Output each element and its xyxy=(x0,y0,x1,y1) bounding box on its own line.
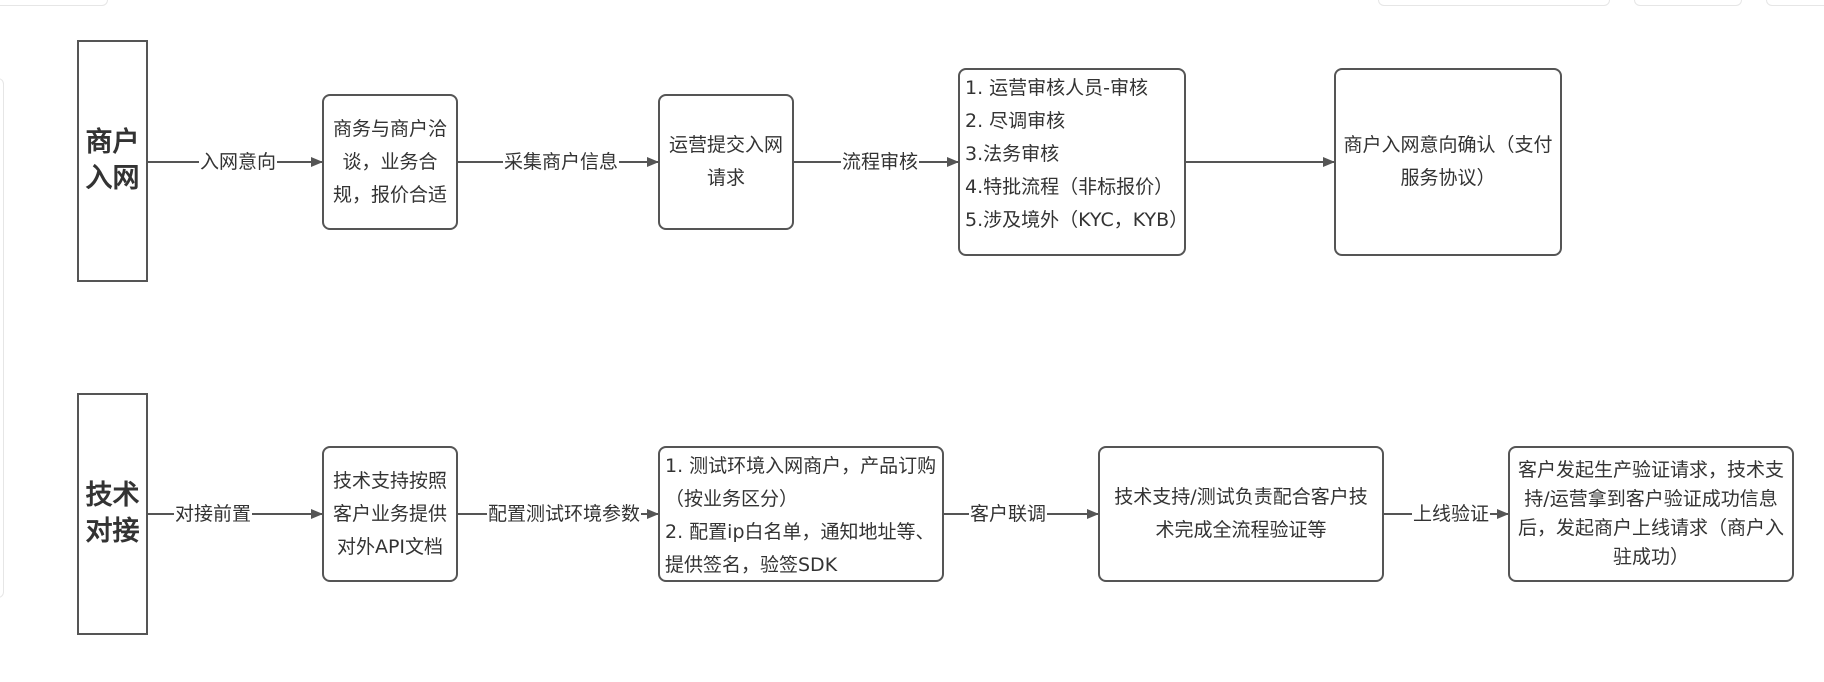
node-test-env-config-text: 1. 测试环境入网商户，产品订购（按业务区分） 2. 配置ip白名单，通知地址等… xyxy=(665,455,937,576)
lane-label-tech: 技术对接 xyxy=(77,393,148,635)
lane-label-merchant-text: 商户入网 xyxy=(85,126,140,194)
node-review-steps-text: 1. 运营审核人员-审核 2. 尽调审核 3.法务审核 4.特批流程（非标报价）… xyxy=(965,77,1189,231)
edge-label-intent: 入网意向 xyxy=(199,151,278,173)
node-intent-confirm[interactable]: 商户入网意向确认（支付服务协议） xyxy=(1334,68,1562,256)
edge-label-joint-debug: 客户联调 xyxy=(969,503,1048,525)
edge-label-collect: 采集商户信息 xyxy=(503,151,620,173)
node-production-launch-text: 客户发起生产验证请求，技术支持/运营拿到客户验证成功信息后，发起商户上线请求（商… xyxy=(1517,459,1784,568)
lane-label-merchant: 商户入网 xyxy=(77,40,148,282)
node-submit-request-text: 运营提交入网请求 xyxy=(668,134,783,189)
node-business-negotiation-text: 商务与商户洽谈，业务合规，报价合适 xyxy=(332,117,447,206)
node-business-negotiation[interactable]: 商务与商户洽谈，业务合规，报价合适 xyxy=(322,94,458,230)
node-api-docs-text: 技术支持按照客户业务提供对外API文档 xyxy=(332,469,447,558)
node-api-docs[interactable]: 技术支持按照客户业务提供对外API文档 xyxy=(322,446,458,582)
edge-label-go-live: 上线验证 xyxy=(1412,503,1491,525)
node-full-flow-verify-text: 技术支持/测试负责配合客户技术完成全流程验证等 xyxy=(1114,486,1368,541)
edge-label-prereq: 对接前置 xyxy=(174,503,253,525)
node-full-flow-verify[interactable]: 技术支持/测试负责配合客户技术完成全流程验证等 xyxy=(1098,446,1384,582)
node-review-steps[interactable]: 1. 运营审核人员-审核 2. 尽调审核 3.法务审核 4.特批流程（非标报价）… xyxy=(958,68,1189,256)
lane-label-tech-text: 技术对接 xyxy=(85,479,140,547)
node-test-env-config[interactable]: 1. 测试环境入网商户，产品订购（按业务区分） 2. 配置ip白名单，通知地址等… xyxy=(658,446,944,582)
node-production-launch[interactable]: 客户发起生产验证请求，技术支持/运营拿到客户验证成功信息后，发起商户上线请求（商… xyxy=(1508,446,1794,582)
edge-label-process: 流程审核 xyxy=(841,151,920,173)
background-panel xyxy=(1766,0,1824,6)
edge-label-config: 配置测试环境参数 xyxy=(487,503,642,525)
node-intent-confirm-text: 商户入网意向确认（支付服务协议） xyxy=(1343,134,1553,189)
node-submit-request[interactable]: 运营提交入网请求 xyxy=(658,94,794,230)
